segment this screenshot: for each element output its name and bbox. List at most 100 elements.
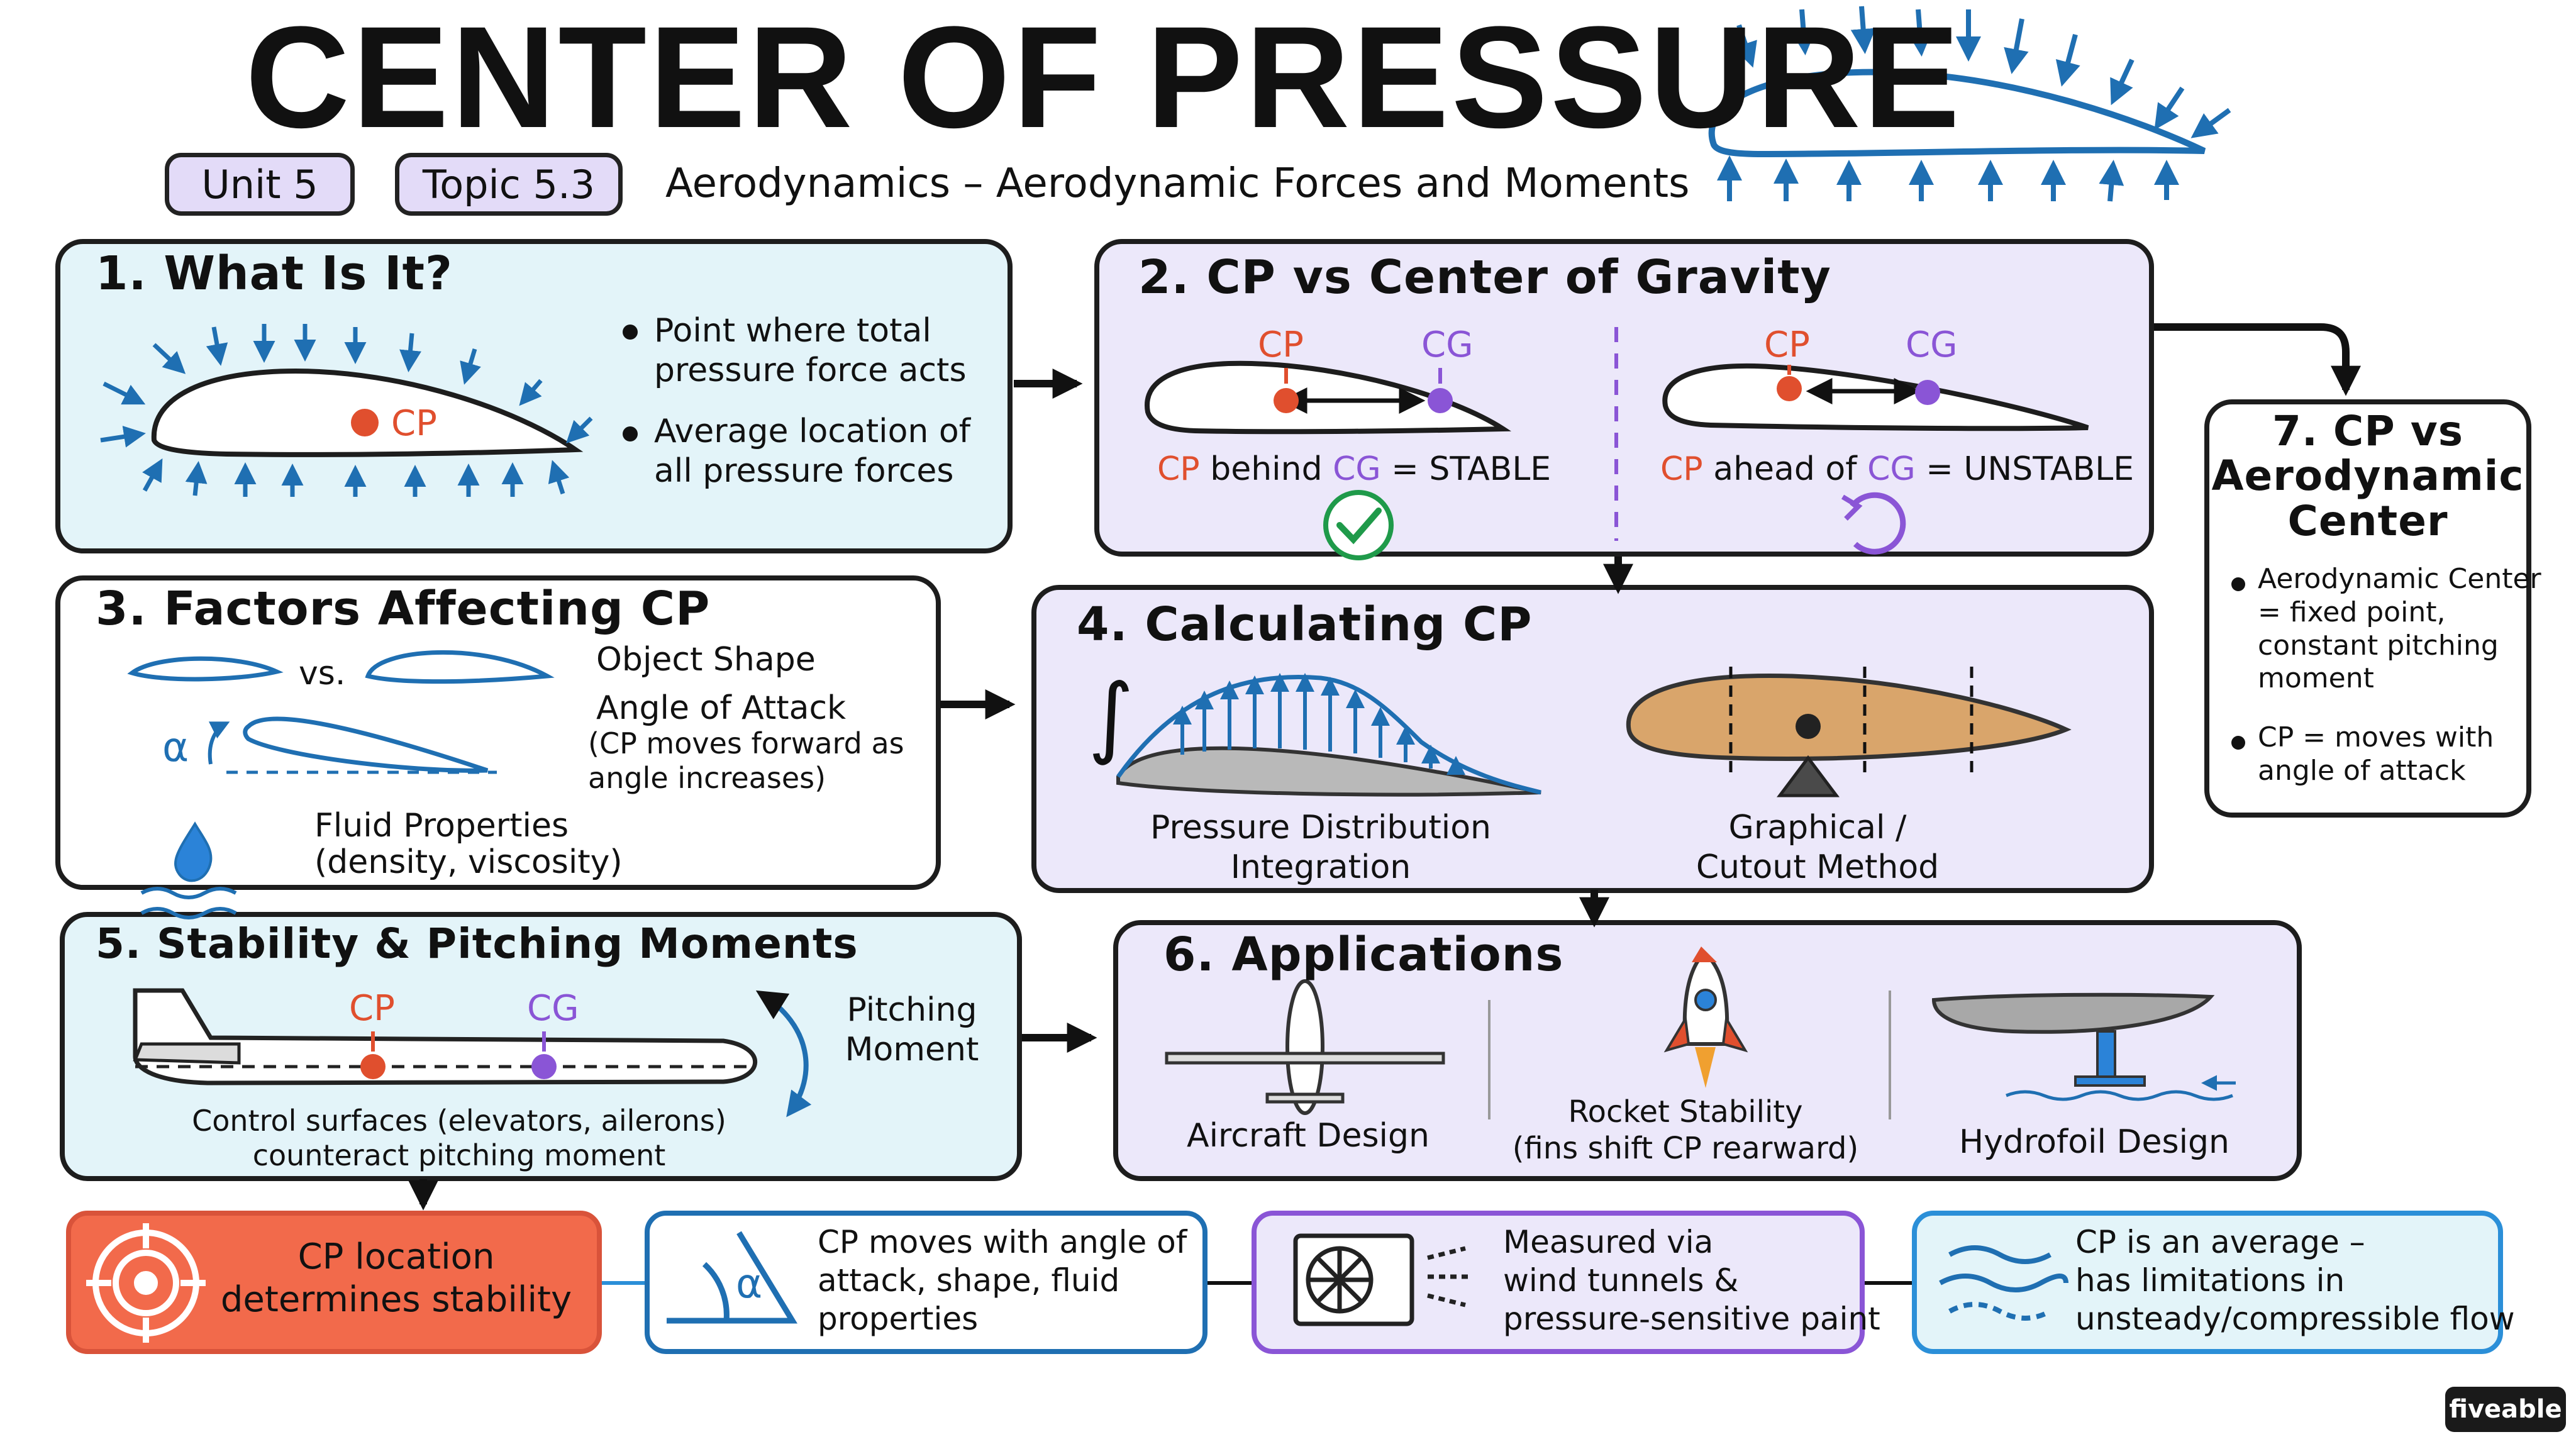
panel4-heading: 4. Calculating CP	[1077, 597, 1533, 652]
summary-4-text: CP is an average – has limitations in un…	[2075, 1223, 2515, 1338]
panel7-heading-line1: 7. CP vs	[2272, 407, 2464, 455]
unstable-result: = UNSTABLE	[1926, 450, 2135, 488]
panel5-cg-label: CG	[527, 988, 579, 1029]
unstable-cg: CG	[1867, 450, 1916, 488]
unit-badge: Unit 5	[165, 153, 355, 216]
panel7-bullet-2: CP = moves with angle of attack	[2258, 721, 2494, 788]
app-rocket-line1: Rocket Stability	[1568, 1094, 1803, 1130]
panel4-method2-line2: Cutout Method	[1696, 848, 1940, 887]
panel5-caption-line2: counteract pitching moment	[252, 1138, 666, 1173]
panel3-vs: vs.	[299, 655, 346, 692]
panel2-cp-label-left: CP	[1258, 325, 1304, 365]
summary-1-text: CP location determines stability	[217, 1236, 575, 1322]
panel3-fluid: Fluid Properties	[314, 807, 569, 845]
panel3-fluid-note: (density, viscosity)	[314, 843, 623, 881]
panel3-aoa-note-1: (CP moves forward as	[588, 726, 904, 760]
panel4-method1-caption: Pressure Distribution Integration	[1119, 808, 1522, 888]
summary-wind-tunnel-icon	[1293, 1233, 1472, 1326]
panel7-heading-line2: Aerodynamic	[2211, 452, 2524, 501]
panel5-cp-label: CP	[349, 988, 395, 1029]
panel2-cg-label-left: CG	[1421, 325, 1474, 365]
panel7-bullet-1: Aerodynamic Center = fixed point, consta…	[2258, 563, 2541, 696]
panel2-cp-label-right: CP	[1764, 325, 1810, 365]
unstable-relation: ahead of	[1713, 450, 1857, 488]
panel5-caption: Control surfaces (elevators, ailerons) c…	[176, 1104, 742, 1173]
panel3-aoa: Angle of Attack	[596, 689, 847, 727]
summary-flow-icon	[1939, 1245, 2068, 1321]
summary-2-text: CP moves with angle of attack, shape, fl…	[818, 1223, 1187, 1338]
panel3-alpha: α	[162, 724, 189, 771]
summary-4-line3: unsteady/compressible flow	[2075, 1301, 2515, 1337]
summary-3-line2: wind tunnels &	[1503, 1262, 1739, 1299]
panel5-moment-line1: Pitching	[847, 991, 977, 1029]
stable-cp: CP	[1157, 450, 1200, 488]
panel2-unstable-caption: CP ahead of CG = UNSTABLE	[1660, 450, 2134, 489]
panel5-moment-line2: Moment	[845, 1031, 979, 1069]
panel2-cg-label-right: CG	[1906, 325, 1958, 365]
page-subtitle: Aerodynamics – Aerodynamic Forces and Mo…	[665, 160, 1690, 207]
panel7-bullet-dot-1	[2231, 577, 2245, 591]
panel3-heading: 3. Factors Affecting CP	[96, 582, 711, 636]
fiveable-logo: fiveable	[2445, 1387, 2566, 1432]
panel7-b1-line2: = fixed point,	[2258, 596, 2446, 628]
summary-1-line2: determines stability	[220, 1279, 572, 1321]
summary-2-line1: CP moves with angle of	[818, 1224, 1187, 1260]
app-aircraft-label: Aircraft Design	[1187, 1117, 1430, 1155]
panel1-cp-label: CP	[391, 403, 437, 444]
panel7-heading: 7. CP vs Aerodynamic Center	[2207, 409, 2528, 543]
summary-2-line3: properties	[818, 1301, 979, 1337]
panel5-airplane	[133, 988, 812, 1118]
panel7-b2-line1: CP = moves with	[2258, 721, 2494, 753]
panel3-shape: Object Shape	[596, 641, 816, 679]
topic-badge: Topic 5.3	[395, 153, 623, 216]
panel1-airfoil	[100, 324, 638, 497]
page-title: CENTER OF PRESSURE	[245, 0, 1963, 158]
summary-1-line1: CP location	[297, 1236, 495, 1277]
summary-3-text: Measured via wind tunnels & pressure-sen…	[1503, 1223, 1880, 1338]
panel3-aoa-note-2: angle increases)	[588, 761, 826, 796]
panel3-drawings	[127, 650, 555, 919]
panel7-b1-line3: constant pitching	[2258, 629, 2499, 662]
panel2-airfoils	[1145, 327, 2089, 560]
panel7-b1-line1: Aerodynamic Center	[2258, 563, 2541, 595]
panel4-method2-caption: Graphical / Cutout Method	[1623, 808, 2012, 888]
panel7-b2-line2: angle of attack	[2258, 754, 2466, 787]
panel5-heading: 5. Stability & Pitching Moments	[96, 919, 858, 968]
panel7-b1-line4: moment	[2258, 662, 2374, 695]
app-rocket-label: Rocket Stability (fins shift CP rearward…	[1509, 1094, 1862, 1167]
panel1-bullet-2: Average location of all pressure forces	[654, 413, 971, 491]
panel4-method1-line2: Integration	[1230, 848, 1411, 887]
panel2-heading: 2. CP vs Center of Gravity	[1138, 250, 1831, 304]
stable-cg: CG	[1333, 450, 1381, 488]
app-rocket-line2: (fins shift CP rearward)	[1512, 1130, 1859, 1166]
panel7-bullet-dot-2	[2231, 736, 2245, 750]
stable-result: = STABLE	[1391, 450, 1552, 488]
summary-target-icon	[86, 1223, 206, 1343]
panel6-drawings	[1165, 947, 2236, 1119]
panel2-stable-caption: CP behind CG = STABLE	[1157, 450, 1551, 489]
panel-connectors	[408, 323, 2361, 1285]
panel7-heading-line3: Center	[2287, 496, 2448, 545]
header-airfoil-illustration	[1708, 6, 2231, 202]
summary-3-line1: Measured via	[1503, 1224, 1714, 1260]
summary-2-line2: attack, shape, fluid	[818, 1262, 1120, 1299]
summary-4-line1: CP is an average –	[2075, 1224, 2365, 1260]
panel5-caption-line1: Control surfaces (elevators, ailerons)	[192, 1104, 726, 1138]
panel6-heading: 6. Applications	[1163, 928, 1564, 982]
panel4-method2-line1: Graphical /	[1728, 809, 1907, 847]
unstable-cp: CP	[1660, 450, 1703, 488]
panel4-method1-line1: Pressure Distribution	[1150, 809, 1491, 847]
panel5-moment-label: Pitching Moment	[830, 991, 994, 1070]
integral-icon: ∫	[1088, 665, 1134, 768]
summary-2-alpha: α	[736, 1261, 763, 1307]
panel1-heading: 1. What Is It?	[96, 247, 453, 301]
summary-3-line3: pressure-sensitive paint	[1503, 1301, 1880, 1337]
panel3-aoa-note: (CP moves forward as angle increases)	[588, 726, 904, 796]
summary-angle-icon	[667, 1231, 797, 1324]
summary-4-line2: has limitations in	[2075, 1262, 2345, 1299]
app-hydrofoil-label: Hydrofoil Design	[1958, 1123, 2229, 1161]
panel1-bullet-1: Point where total pressure force acts	[654, 312, 967, 390]
panel4-drawings	[1116, 667, 2072, 797]
stable-relation: behind	[1210, 450, 1323, 488]
